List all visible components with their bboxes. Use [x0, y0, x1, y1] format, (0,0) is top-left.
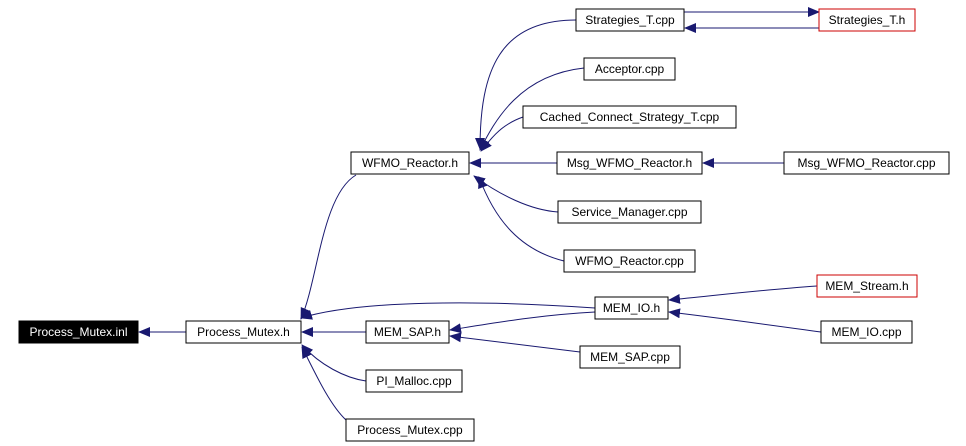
node-label: PI_Malloc.cpp [376, 374, 452, 388]
edge-mem-io-cpp-to-mem-io-h [668, 308, 822, 333]
edge-strategies-t-cpp-to-wfmo-reactor-h [475, 19, 577, 150]
node-msg-wfmo-reactor-cpp[interactable]: Msg_WFMO_Reactor.cpp [783, 151, 950, 175]
node-label: MEM_Stream.h [825, 279, 908, 293]
node-mem-sap-h[interactable]: MEM_SAP.h [365, 320, 450, 344]
node-label: WFMO_Reactor.cpp [575, 254, 684, 268]
node-label: Strategies_T.cpp [585, 13, 675, 27]
node-label: Strategies_T.h [829, 13, 906, 27]
edge-acceptor-cpp-to-wfmo-reactor-h [479, 67, 585, 151]
nodes: Process_Mutex.inl Process_Mutex.h WFMO_R… [18, 8, 950, 442]
node-wfmo-reactor-cpp[interactable]: WFMO_Reactor.cpp [563, 249, 696, 273]
node-process-mutex-inl[interactable]: Process_Mutex.inl [18, 320, 139, 344]
node-process-mutex-cpp[interactable]: Process_Mutex.cpp [345, 418, 475, 442]
edge-wfmo-reactor-cpp-to-wfmo-reactor-h [478, 176, 565, 262]
edge-process-mutex-cpp-to-process-mutex-h [301, 346, 347, 421]
edge-mem-io-h-to-process-mutex-h [300, 302, 596, 320]
node-label: WFMO_Reactor.h [362, 156, 458, 170]
node-pi-malloc-cpp[interactable]: PI_Malloc.cpp [365, 369, 463, 393]
node-label: Process_Mutex.cpp [357, 423, 463, 437]
node-label: Msg_WFMO_Reactor.cpp [797, 156, 935, 170]
node-process-mutex-h[interactable]: Process_Mutex.h [185, 320, 302, 344]
node-strategies-t-h[interactable]: Strategies_T.h [818, 8, 916, 32]
edge-cached-connect-to-wfmo-reactor-h [480, 116, 524, 152]
edge-mem-sap-cpp-to-mem-sap-h [449, 332, 581, 353]
node-label: Process_Mutex.h [197, 325, 290, 339]
node-mem-sap-cpp[interactable]: MEM_SAP.cpp [579, 345, 681, 369]
node-label: Msg_WFMO_Reactor.h [567, 156, 692, 170]
node-label: Cached_Connect_Strategy_T.cpp [540, 110, 720, 124]
node-acceptor-cpp[interactable]: Acceptor.cpp [583, 57, 676, 81]
node-cached-connect-strategy-t-cpp[interactable]: Cached_Connect_Strategy_T.cpp [522, 105, 737, 129]
edge-mem-io-h-to-mem-sap-h [449, 311, 596, 334]
node-label: MEM_IO.h [603, 301, 660, 315]
edge-mem-stream-h-to-mem-io-h [668, 285, 818, 304]
node-label: MEM_SAP.cpp [590, 350, 670, 364]
edges [138, 7, 822, 421]
node-wfmo-reactor-h[interactable]: WFMO_Reactor.h [350, 151, 470, 175]
edge-pi-malloc-cpp-to-process-mutex-h [301, 344, 367, 382]
node-mem-stream-h[interactable]: MEM_Stream.h [816, 274, 918, 298]
node-service-manager-cpp[interactable]: Service_Manager.cpp [557, 200, 702, 224]
node-mem-io-cpp[interactable]: MEM_IO.cpp [820, 320, 913, 344]
node-label: MEM_SAP.h [374, 325, 441, 339]
node-msg-wfmo-reactor-h[interactable]: Msg_WFMO_Reactor.h [556, 151, 703, 175]
edge-wfmo-reactor-h-to-process-mutex-h [300, 174, 357, 320]
node-mem-io-h[interactable]: MEM_IO.h [594, 296, 669, 320]
node-strategies-t-cpp[interactable]: Strategies_T.cpp [575, 8, 685, 32]
node-label: MEM_IO.cpp [831, 325, 901, 339]
node-label: Acceptor.cpp [595, 62, 665, 76]
node-label: Service_Manager.cpp [571, 205, 687, 219]
node-label: Process_Mutex.inl [29, 325, 127, 339]
